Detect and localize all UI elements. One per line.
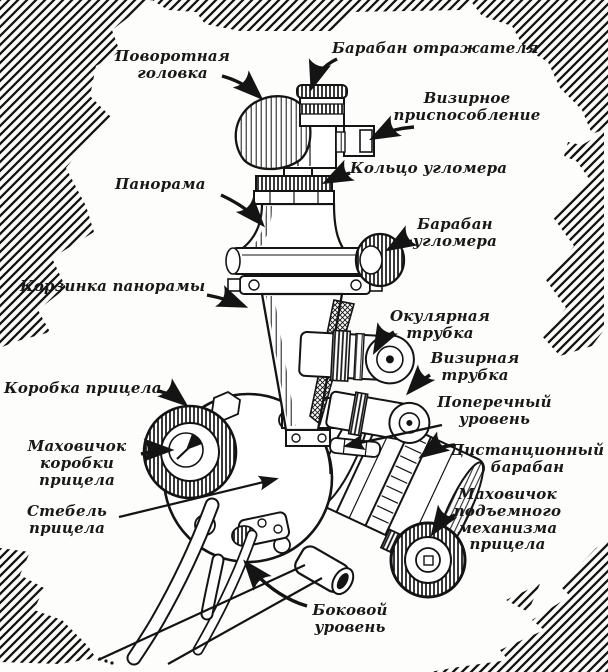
arrow-rotating-head — [221, 70, 264, 101]
arrow-sight-box-handwheel — [140, 438, 175, 462]
elevating-handwheel-part — [379, 521, 467, 599]
border-bottom-left-blob — [0, 548, 96, 664]
label-panorama-basket: Корзинка панорамы — [20, 277, 206, 295]
label-goniometer-drum: Барабан угломера — [412, 215, 497, 250]
arrow-sighting-tube — [405, 364, 436, 396]
goniometer-drum-part — [225, 232, 406, 288]
border-bottom-right-blob — [430, 540, 608, 672]
label-lateral-level: Боковой уровень — [312, 601, 388, 636]
border-bottom-right-tuft — [506, 584, 540, 612]
pointer-arrows — [118, 57, 458, 608]
goniometer-ring-part — [253, 175, 335, 205]
label-sight-box-handwheel: Маховичок коробки прицела — [27, 437, 127, 489]
sighting-device-part — [335, 125, 375, 157]
label-panorama: Панорама — [115, 175, 206, 193]
sight-stem-part — [97, 497, 323, 666]
arrow-eyepiece-tube — [372, 322, 398, 355]
label-elevating-handwheel: Маховичок подъемного механизма прицела — [453, 485, 562, 554]
reflector-drum-part — [296, 84, 348, 127]
border-right-blob — [542, 132, 604, 356]
arrow-goniometer-drum — [385, 225, 418, 252]
arrow-goniometer-ring — [321, 159, 355, 185]
arrow-sight-stem — [118, 475, 279, 519]
sight-box-handwheel-part — [142, 404, 238, 500]
arrow-sighting-device — [369, 115, 415, 141]
border-top-right-blob — [470, 0, 608, 134]
arrow-range-drum — [418, 431, 456, 459]
label-transverse-level: Поперечный уровень — [437, 393, 552, 428]
label-rotating-head: Поворотная головка — [115, 47, 230, 82]
arrow-lateral-level — [243, 559, 308, 608]
border-top-left-blob — [0, 0, 152, 348]
label-range-drum: Дистанционный барабан — [450, 441, 605, 476]
arrow-panorama — [220, 193, 265, 228]
arrow-panorama-basket — [206, 285, 249, 308]
arrow-sight-box — [157, 378, 189, 407]
label-eyepiece-tube: Окулярная трубка — [390, 307, 490, 342]
border-top-strip — [152, 0, 470, 31]
label-sighting-tube: Визирная трубка — [430, 349, 520, 384]
label-goniometer-ring: Кольцо угломера — [350, 159, 508, 177]
arrow-elevating-handwheel — [430, 504, 458, 537]
label-reflector-drum: Барабан отражателя — [332, 39, 539, 57]
label-sight-box: Коробка прицела — [4, 379, 162, 397]
arrow-reflector-drum — [308, 57, 338, 92]
arrow-transverse-level — [342, 423, 443, 451]
label-sighting-device: Визирное приспособление — [393, 89, 541, 124]
eyepiece-tube-part — [298, 329, 415, 385]
label-sight-stem: Стебель прицела — [26, 502, 107, 537]
